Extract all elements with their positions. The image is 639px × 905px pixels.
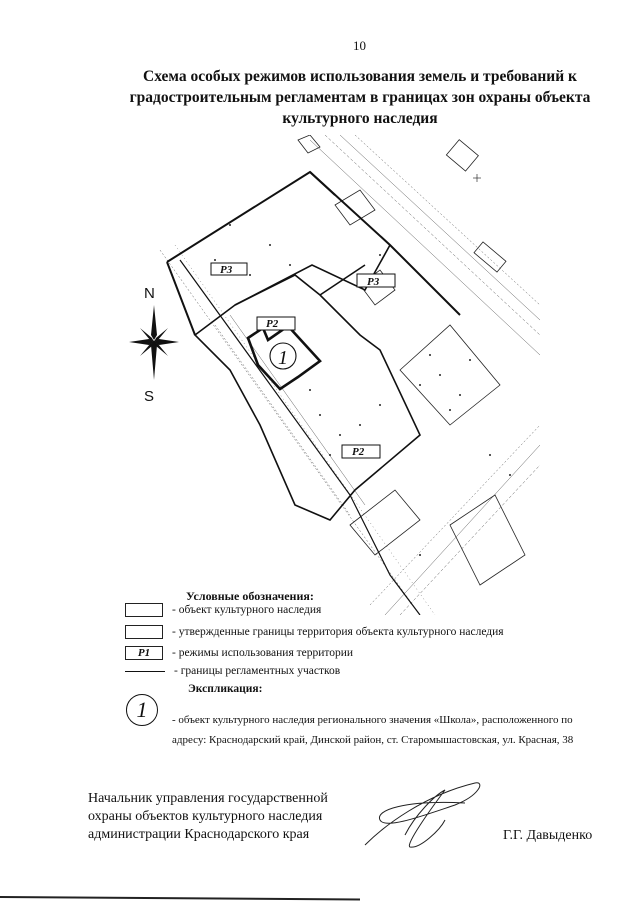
legend-box-symbol xyxy=(125,625,163,639)
zone-label-p2-south: Р2 xyxy=(352,446,365,458)
site-plan-map: Р3 Р3 Р2 Р2 1 N S xyxy=(120,134,541,616)
legend-item-text: - объект культурного наследия xyxy=(172,604,322,616)
title-line-1: Схема особых режимов использования земел… xyxy=(143,68,577,85)
explication-line-2: адресу: Краснодарский край, Динской райо… xyxy=(172,734,574,746)
signer-name: Г.Г. Давыденко xyxy=(503,828,593,843)
signer-position-line-1: Начальник управления государственной xyxy=(88,791,328,806)
legend-item-territory-boundary: - утвержденные границы территория объект… xyxy=(125,624,504,640)
signer-position-line-2: охраны объектов культурного наследия xyxy=(88,809,323,824)
title-line-3: культурного наследия xyxy=(282,110,438,127)
explication-text: - объект культурного наследия региональн… xyxy=(172,710,612,750)
compass-south: S xyxy=(144,388,154,405)
signer-position: Начальник управления государственной охр… xyxy=(88,790,328,844)
zone-label-p2-north: Р2 xyxy=(266,318,279,330)
page-number: 10 xyxy=(353,38,366,53)
compass-north: N xyxy=(144,285,155,302)
legend-item-usage-regime: Р1 - режимы использования территории xyxy=(125,645,353,661)
legend-item-text: - утвержденные границы территория объект… xyxy=(172,626,504,638)
legend-item-text: - границы регламентных участков xyxy=(174,665,341,677)
title-line-2: градостроительным регламентам в границах… xyxy=(129,89,591,106)
explication-marker: 1 xyxy=(126,694,158,726)
document-title: Схема особых режимов использования земел… xyxy=(70,66,639,129)
object-marker: 1 xyxy=(278,347,288,369)
legend-item-regulation-boundary: - границы регламентных участков xyxy=(125,663,340,679)
legend-box-p1-symbol: Р1 xyxy=(125,646,163,660)
legend-box-symbol xyxy=(125,603,163,617)
legend-item-text: - режимы использования территории xyxy=(172,647,354,659)
zone-label-p3-west: Р3 xyxy=(220,264,233,276)
legend-line-symbol xyxy=(125,670,165,672)
legend-item-heritage-object: - объект культурного наследия xyxy=(125,602,321,618)
legend-title: Условные обозначения: xyxy=(186,589,314,603)
signer-position-line-3: администрации Краснодарского края xyxy=(88,827,310,842)
explication-line-1: - объект культурного наследия региональн… xyxy=(172,714,573,726)
explication-title: Экспликация: xyxy=(188,683,263,695)
page-edge-line xyxy=(0,896,360,901)
compass-rose-icon: N S xyxy=(129,285,179,405)
handwritten-signature xyxy=(364,782,481,848)
zone-label-p3-east: Р3 xyxy=(367,276,380,288)
